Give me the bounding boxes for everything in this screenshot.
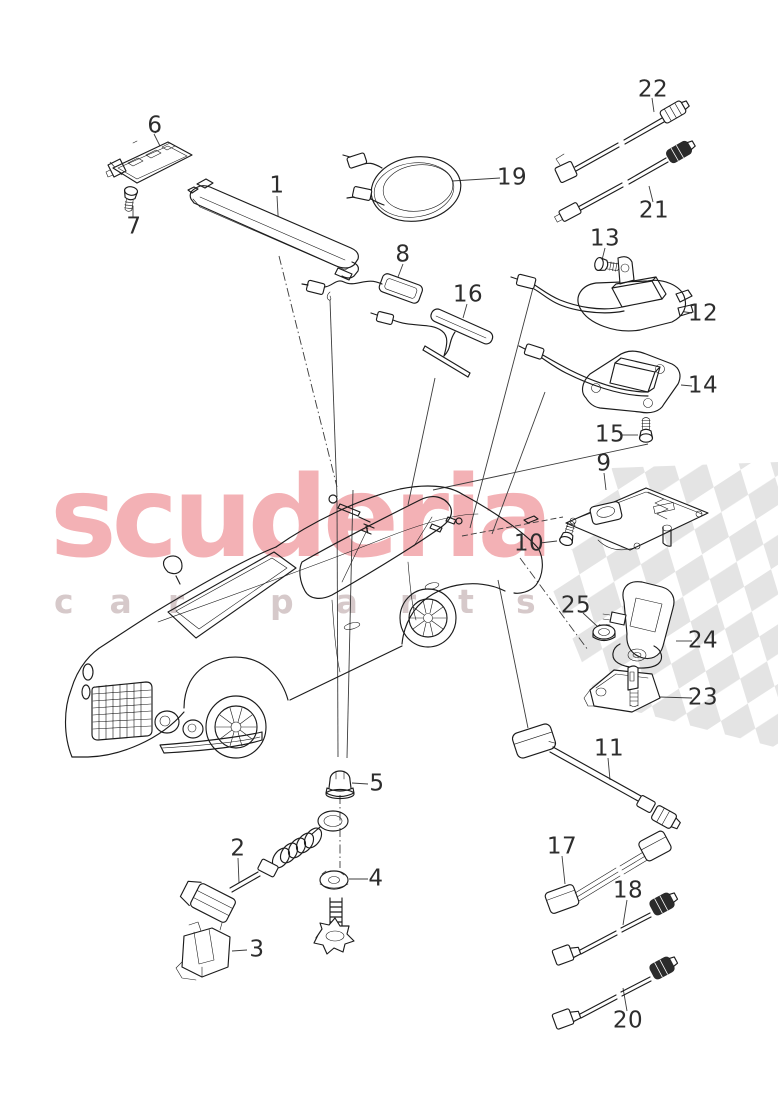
callout-14: 14 xyxy=(687,372,719,399)
part-11-gps-antenna-cable xyxy=(511,723,681,830)
callout-11: 11 xyxy=(593,735,625,762)
part-14-antenna-triangle-plate xyxy=(518,343,681,414)
callout-16: 16 xyxy=(452,281,484,308)
callout-8: 8 xyxy=(395,241,411,268)
part-21-cable xyxy=(554,140,696,223)
part-17-harness xyxy=(544,830,672,914)
callout-1: 1 xyxy=(269,172,285,199)
callout-6: 6 xyxy=(147,112,163,139)
callout-24: 24 xyxy=(687,627,719,654)
callout-18: 18 xyxy=(612,877,644,904)
callout-15: 15 xyxy=(594,421,626,448)
callout-13: 13 xyxy=(589,225,621,252)
part-6-amplifier-module xyxy=(105,130,193,184)
watermark-brand: scuderia xyxy=(50,453,553,583)
callout-12: 12 xyxy=(687,300,719,327)
callout-23: 23 xyxy=(687,684,719,711)
callout-4: 4 xyxy=(368,865,384,892)
callout-25: 25 xyxy=(560,592,592,619)
callout-17: 17 xyxy=(546,833,578,860)
watermark-tagline-right: parts xyxy=(270,582,578,621)
callout-7: 7 xyxy=(126,213,142,240)
callout-19: 19 xyxy=(496,164,528,191)
callout-2: 2 xyxy=(230,835,246,862)
part-25-nut xyxy=(592,624,616,642)
part-3-holder-clip xyxy=(175,921,231,981)
vehicle-line-art xyxy=(64,485,543,759)
part-5-cap-nut xyxy=(325,770,355,800)
part-15-screw xyxy=(638,416,654,443)
part-7-screw xyxy=(121,185,139,213)
callout-20: 20 xyxy=(612,1007,644,1034)
part-4-nut-stud-mount xyxy=(313,870,355,955)
part-24-sensor-unit xyxy=(602,581,675,669)
callout-10: 10 xyxy=(513,530,545,557)
part-1-roof-antenna xyxy=(187,178,359,281)
callout-9: 9 xyxy=(596,450,612,477)
part-23-bracket xyxy=(583,665,661,713)
callout-21: 21 xyxy=(638,197,670,224)
callout-5: 5 xyxy=(369,770,385,797)
part-18-cable xyxy=(551,892,679,966)
part-12-antenna-module-plate xyxy=(510,256,694,332)
part-16-blade-antenna xyxy=(370,308,494,378)
part-8-film-antenna xyxy=(301,273,423,304)
part-13-screw xyxy=(593,256,621,275)
callout-3: 3 xyxy=(249,936,265,963)
callout-22: 22 xyxy=(637,76,669,103)
part-20-cable xyxy=(551,956,679,1030)
watermark-tagline-left: car xyxy=(54,582,221,621)
part-9-roof-plate-assembly xyxy=(565,487,709,551)
part-2-rod-antenna xyxy=(179,810,349,923)
part-22-cable xyxy=(554,100,690,183)
part-19-antenna-cable-coiled xyxy=(342,152,462,222)
